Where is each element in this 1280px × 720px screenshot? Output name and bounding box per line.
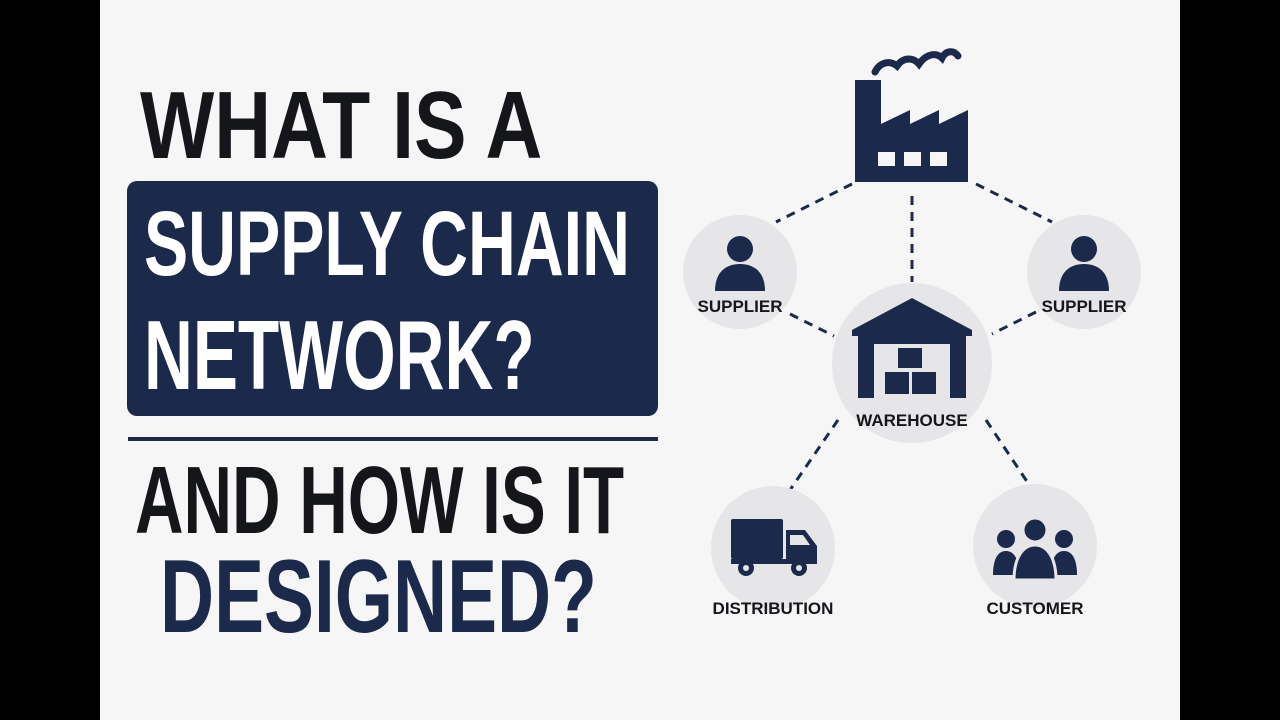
distribution-node: DISTRIBUTION — [711, 486, 835, 618]
supplier-right-label: SUPPLIER — [1041, 297, 1126, 316]
customer-node: CUSTOMER — [973, 484, 1097, 618]
headline-divider — [128, 437, 658, 441]
headline-line-network: NETWORK? — [144, 300, 535, 410]
connector-warehouse-distribution — [788, 419, 840, 491]
supplier-left-node: SUPPLIER — [683, 215, 797, 329]
person-icon — [715, 236, 765, 291]
connector-supplier-left-warehouse — [789, 312, 835, 338]
title-highlight-box — [127, 181, 658, 416]
truck-icon — [731, 519, 817, 576]
headline-line-designed: DESIGNED? — [160, 539, 597, 655]
supplier-left-label: SUPPLIER — [697, 297, 782, 316]
connector-warehouse-customer — [984, 419, 1032, 487]
warehouse-node: WAREHOUSE — [832, 283, 992, 443]
supply-chain-diagram: SUPPLIER SUPPLIER WAREHOUSE — [683, 48, 1141, 618]
warehouse-label: WAREHOUSE — [856, 411, 967, 430]
headline-line-what-is-a: WHAT IS A — [140, 72, 543, 179]
supplier-right-node: SUPPLIER — [1027, 215, 1141, 329]
distribution-label: DISTRIBUTION — [713, 599, 834, 618]
warehouse-icon — [852, 298, 972, 398]
thumbnail-frame: WHAT IS A SUPPLY CHAIN NETWORK? AND HOW … — [100, 0, 1180, 720]
headline-line-and-how-is-it: AND HOW IS IT — [135, 447, 625, 554]
person-icon — [1059, 236, 1109, 291]
headline-line-supply-chain: SUPPLY CHAIN — [144, 193, 630, 295]
group-icon — [993, 516, 1077, 582]
connector-supplier-right-warehouse — [991, 310, 1037, 336]
connector-factory-supplier-left — [775, 182, 853, 224]
customer-label: CUSTOMER — [987, 599, 1084, 618]
connector-factory-supplier-right — [975, 182, 1053, 224]
factory-icon — [855, 48, 968, 182]
